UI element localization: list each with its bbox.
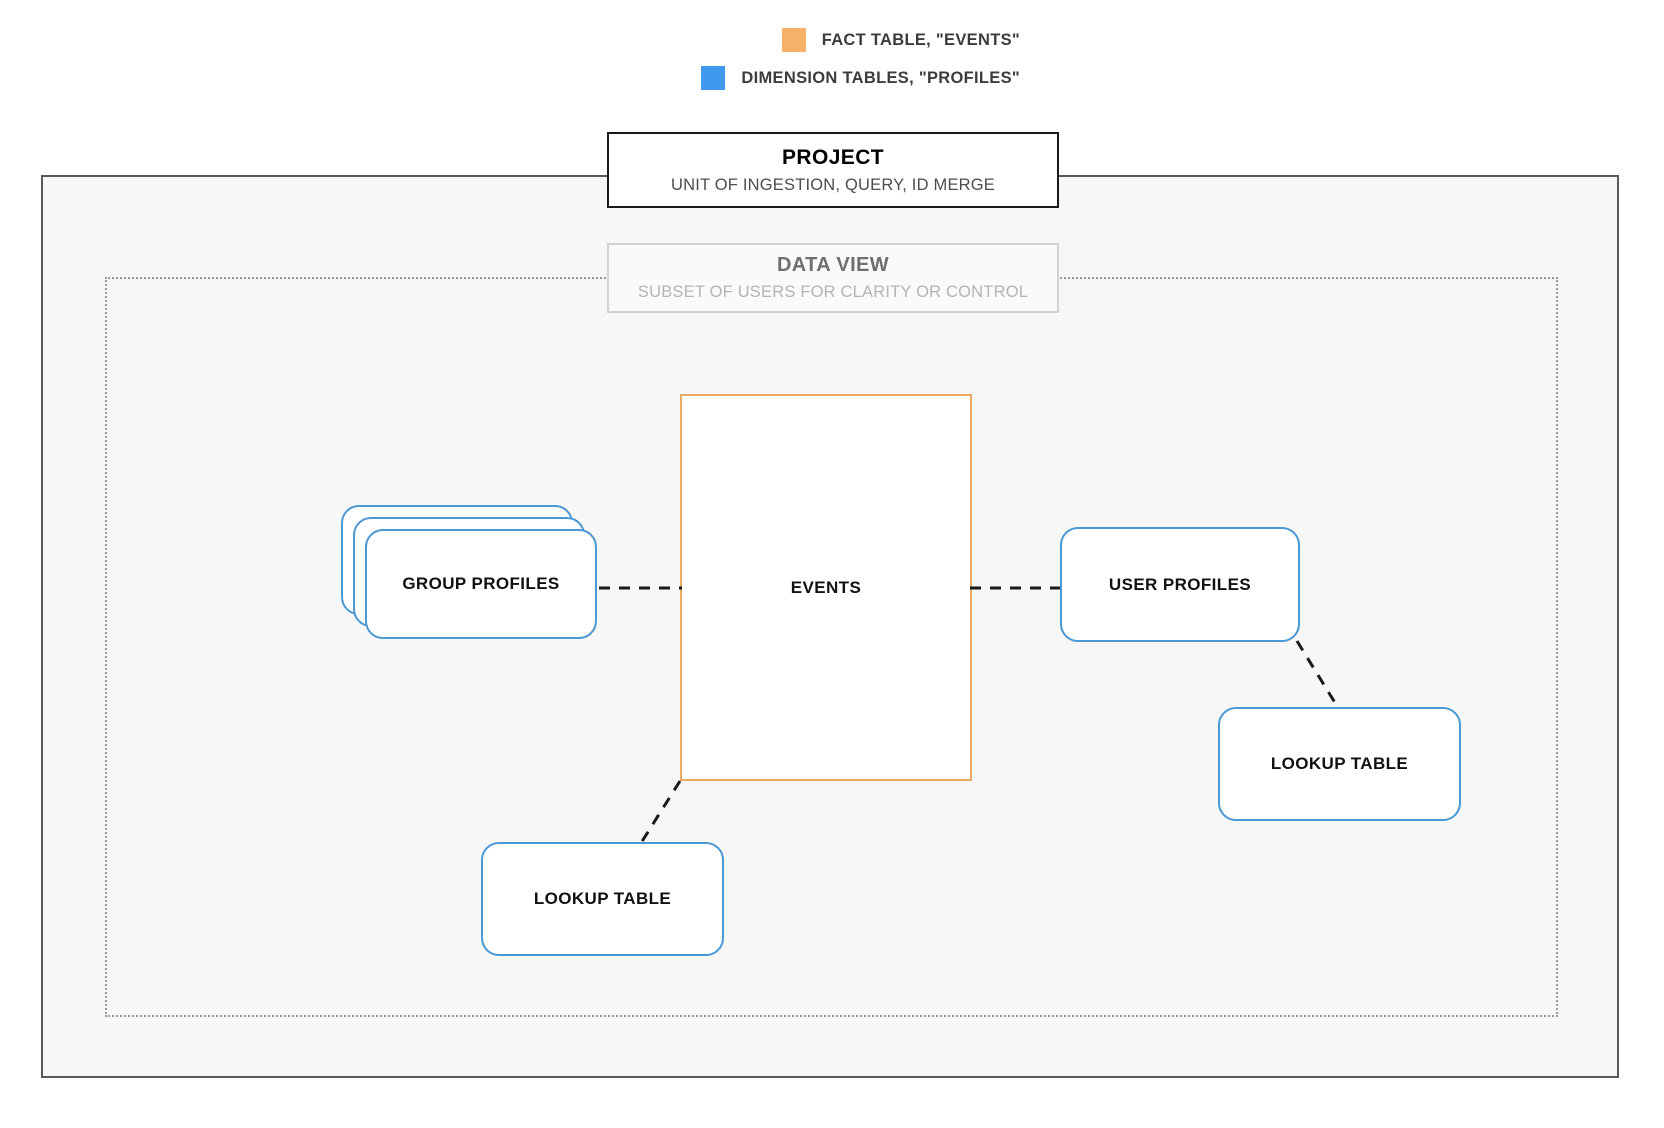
legend-item-fact-table: FACT TABLE, "EVENTS" [781, 28, 1020, 52]
data-view-header-box[interactable]: DATA VIEW SUBSET OF USERS FOR CLARITY OR… [607, 243, 1059, 313]
fact-table-events[interactable]: EVENTS [680, 394, 972, 781]
dimension-table-label: GROUP PROFILES [402, 574, 560, 593]
project-subtitle: UNIT OF INGESTION, QUERY, ID MERGE [670, 175, 995, 194]
data-view-subtitle: SUBSET OF USERS FOR CLARITY OR CONTROL [637, 283, 1029, 301]
project-header-box[interactable]: PROJECT UNIT OF INGESTION, QUERY, ID MER… [607, 132, 1059, 208]
legend: FACT TABLE, "EVENTS" DIMENSION TABLES, "… [0, 28, 1020, 90]
dimension-table-group-profiles[interactable]: GROUP PROFILES [365, 529, 597, 639]
dimension-table-lookup-table-right[interactable]: LOOKUP TABLE [1218, 707, 1461, 821]
dimension-table-user-profiles[interactable]: USER PROFILES [1060, 527, 1300, 642]
legend-item-label: FACT TABLE, "EVENTS" [821, 30, 1020, 49]
dimension-table-lookup-table-left[interactable]: LOOKUP TABLE [481, 842, 724, 956]
dimension-table-label: LOOKUP TABLE [1270, 754, 1409, 773]
orange-square-swatch [781, 28, 806, 52]
legend-item-dimension-tables: DIMENSION TABLES, "PROFILES" [701, 66, 1020, 90]
dimension-table-label: LOOKUP TABLE [533, 889, 672, 908]
blue-square-swatch [701, 66, 726, 90]
project-title: PROJECT [782, 145, 884, 169]
dimension-table-label: USER PROFILES [1108, 574, 1252, 594]
fact-table-label: EVENTS [790, 577, 862, 597]
data-view-title: DATA VIEW [776, 254, 890, 276]
legend-item-label: DIMENSION TABLES, "PROFILES" [741, 68, 1020, 87]
